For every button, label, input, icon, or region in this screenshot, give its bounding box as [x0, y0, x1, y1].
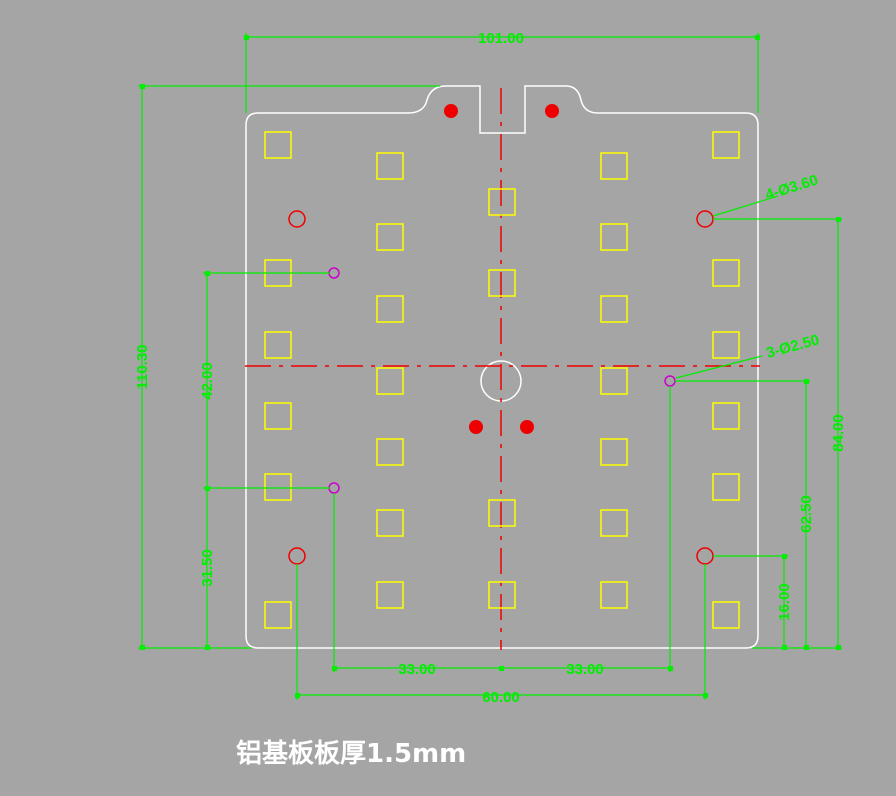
fiducial-dots [444, 104, 559, 434]
led-pad [600, 509, 628, 537]
dim-left-42: 42.00 [199, 362, 216, 400]
dim-right-62-5: 62.50 [798, 495, 815, 533]
led-pad [600, 223, 628, 251]
board-outline [245, 85, 759, 649]
led-pad [264, 601, 292, 629]
dim-right-16: 16.00 [776, 583, 793, 621]
dim-overall-height: 110.30 [134, 344, 151, 389]
dimension-lines [138, 33, 842, 700]
led-pad [376, 367, 404, 395]
mounting-hole [696, 210, 714, 228]
led-pad [712, 131, 740, 159]
mounting-hole [696, 547, 714, 565]
dim-left-31-5: 31.50 [199, 549, 216, 587]
led-pad [264, 131, 292, 159]
led-pad [376, 223, 404, 251]
led-pad [376, 509, 404, 537]
fiducial-dot [545, 104, 559, 118]
led-pads [264, 131, 740, 629]
led-pad [488, 188, 516, 216]
small-hole [328, 267, 340, 279]
led-pad [488, 269, 516, 297]
led-pad [600, 581, 628, 609]
dim-hole-a-spec: 4-Ø3.60 [763, 172, 820, 204]
led-pad [376, 295, 404, 323]
dim-bottom-33-right: 33.00 [566, 661, 604, 678]
led-pad [600, 152, 628, 180]
led-pad [712, 601, 740, 629]
led-pad [712, 331, 740, 359]
mounting-hole [288, 210, 306, 228]
dim-bottom-60: 60.00 [482, 689, 520, 706]
led-pad [600, 438, 628, 466]
dimension-ticks [140, 35, 841, 698]
center-lines [245, 88, 760, 650]
led-pad [488, 499, 516, 527]
led-pad [264, 402, 292, 430]
dim-bottom-33-left: 33.00 [398, 661, 436, 678]
dim-overall-width: 101.00 [478, 30, 524, 47]
led-pad [600, 295, 628, 323]
led-pad [712, 473, 740, 501]
led-pad [488, 581, 516, 609]
led-pad [376, 438, 404, 466]
dim-right-84: 84.00 [830, 414, 847, 452]
caption-thickness: 铝基板板厚1.5mm [236, 739, 467, 769]
dim-hole-b-spec: 3-Ø2.50 [764, 331, 821, 361]
led-pad [376, 581, 404, 609]
small-holes [328, 267, 676, 494]
led-pad [376, 152, 404, 180]
fiducial-dot [520, 420, 534, 434]
small-hole [328, 482, 340, 494]
led-pad [712, 259, 740, 287]
mounting-hole [288, 547, 306, 565]
led-pad [600, 367, 628, 395]
led-pad [264, 473, 292, 501]
led-pad [712, 402, 740, 430]
led-pad [264, 331, 292, 359]
fiducial-dot [444, 104, 458, 118]
small-hole [664, 375, 676, 387]
fiducial-dot [469, 420, 483, 434]
